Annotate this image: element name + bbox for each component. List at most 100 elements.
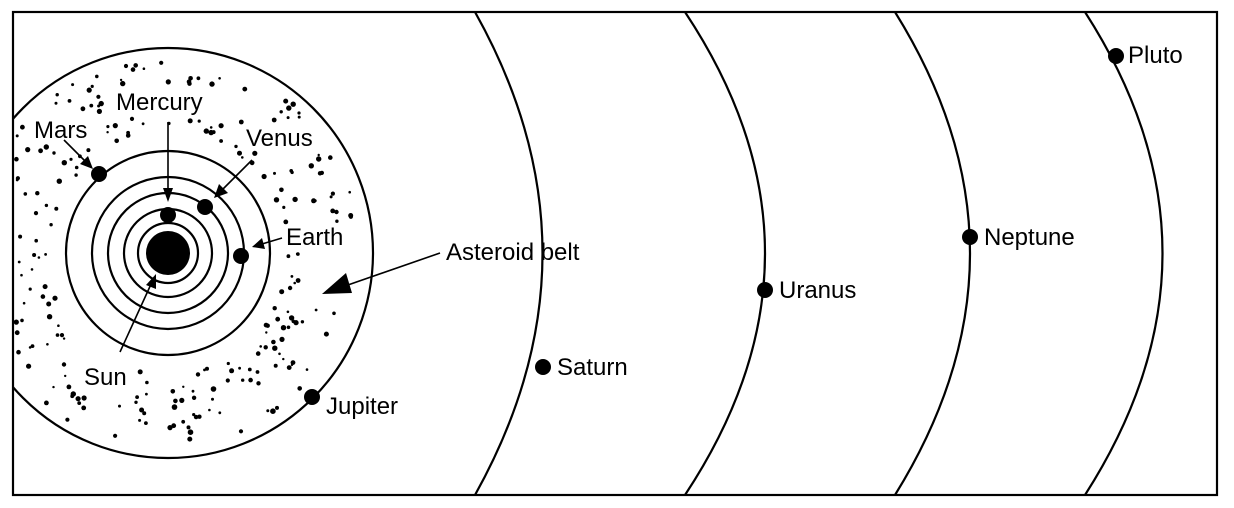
- asteroid-dot: [186, 425, 191, 430]
- asteroid-dot: [208, 129, 214, 136]
- asteroid-dot: [219, 139, 224, 143]
- asteroid-dot: [297, 115, 301, 119]
- label-asteroid-belt: Asteroid belt: [446, 239, 580, 266]
- asteroid-dot: [348, 190, 352, 194]
- asteroid-dot: [334, 209, 339, 215]
- asteroid-dot: [211, 397, 214, 401]
- asteroid-dot: [33, 211, 39, 216]
- asteroid-dot: [256, 381, 261, 386]
- asteroid-dot: [167, 425, 173, 431]
- asteroid-dot: [286, 254, 291, 259]
- asteroid-dot: [14, 330, 20, 336]
- asteroid-dot: [311, 198, 317, 204]
- arrow-asteroid-belt: [344, 252, 441, 287]
- arrow-earth: [261, 237, 283, 245]
- asteroid-dot: [197, 119, 201, 123]
- asteroid-dot: [286, 105, 292, 111]
- asteroid-dot: [32, 253, 37, 257]
- asteroid-dot: [142, 411, 147, 416]
- asteroid-dot: [248, 377, 253, 383]
- asteroid-dot: [316, 156, 322, 162]
- asteroid-dot: [182, 385, 185, 388]
- asteroid-dot: [332, 311, 336, 316]
- asteroid-dot: [57, 324, 60, 328]
- asteroid-dot: [46, 343, 49, 346]
- asteroid-dot: [181, 419, 186, 424]
- asteroid-dot: [65, 417, 70, 422]
- asteroid-belt-dots: [13, 60, 354, 442]
- asteroid-dot: [63, 374, 67, 378]
- arrowhead-asteroid-belt: [322, 273, 352, 294]
- asteroid-dot: [272, 345, 278, 351]
- asteroid-dot: [34, 238, 38, 243]
- asteroid-dot: [205, 366, 209, 371]
- arrowhead-earth: [252, 238, 265, 249]
- arrow-venus: [221, 159, 253, 191]
- asteroid-dot: [300, 320, 305, 324]
- asteroid-dot: [165, 79, 171, 85]
- asteroid-dot: [241, 378, 245, 382]
- asteroid-dot: [44, 253, 47, 256]
- asteroid-dot: [43, 144, 49, 150]
- asteroid-dot: [38, 148, 43, 154]
- asteroid-dot: [17, 260, 21, 264]
- asteroid-dot: [75, 396, 81, 402]
- label-mars: Mars: [34, 117, 87, 144]
- asteroid-dot: [138, 418, 142, 422]
- asteroid-dot: [238, 119, 244, 125]
- asteroid-dot: [329, 195, 333, 199]
- asteroid-dot: [187, 436, 193, 442]
- asteroid-dot: [54, 206, 59, 211]
- asteroid-dot: [66, 384, 72, 390]
- asteroid-dot: [18, 234, 23, 239]
- asteroid-dot: [30, 268, 34, 271]
- asteroid-dot: [286, 365, 292, 370]
- asteroid-dot: [252, 150, 258, 156]
- asteroid-dot: [135, 395, 140, 399]
- asteroid-dot: [14, 156, 19, 162]
- asteroid-dot: [46, 301, 52, 307]
- asteroid-dot: [171, 404, 178, 410]
- asteroid-dot: [261, 173, 267, 180]
- asteroid-dot: [70, 394, 75, 399]
- label-mercury: Mercury: [116, 89, 203, 116]
- asteroid-dot: [59, 333, 65, 338]
- asteroid-dot: [286, 310, 290, 314]
- asteroid-dot: [20, 124, 25, 130]
- asteroid-dot: [238, 366, 242, 370]
- asteroid-dot: [15, 134, 19, 138]
- asteroid-dot: [218, 411, 222, 415]
- label-jupiter: Jupiter: [326, 393, 398, 420]
- asteroid-dot: [265, 331, 268, 334]
- label-neptune: Neptune: [984, 224, 1075, 251]
- asteroid-dot: [255, 351, 261, 356]
- asteroid-dot: [113, 433, 118, 438]
- asteroid-dot: [297, 111, 301, 115]
- asteroid-dot: [203, 368, 206, 372]
- planet-mars: [91, 166, 107, 182]
- asteroid-dot: [46, 314, 53, 320]
- asteroid-dot: [330, 191, 335, 196]
- asteroid-dot: [197, 414, 202, 419]
- asteroid-dot: [191, 389, 195, 393]
- asteroid-dot: [229, 368, 235, 374]
- asteroid-dot: [144, 421, 148, 425]
- planet-neptune: [962, 229, 978, 245]
- asteroid-dot: [55, 333, 60, 337]
- asteroid-dot: [95, 74, 99, 79]
- asteroid-dot: [295, 252, 299, 256]
- asteroid-dot: [55, 93, 59, 97]
- asteroid-dot: [69, 157, 73, 161]
- asteroid-dot: [145, 380, 149, 385]
- asteroid-dot: [273, 171, 276, 175]
- asteroid-dot: [129, 116, 135, 121]
- asteroid-dot: [278, 352, 281, 356]
- orbit-jupiter: [13, 46, 375, 460]
- asteroid-dot: [28, 287, 32, 291]
- planet-jupiter: [304, 389, 320, 405]
- asteroid-dot: [137, 369, 143, 375]
- asteroid-dot: [119, 78, 123, 82]
- asteroid-dot: [193, 414, 199, 420]
- asteroid-dot: [289, 169, 294, 173]
